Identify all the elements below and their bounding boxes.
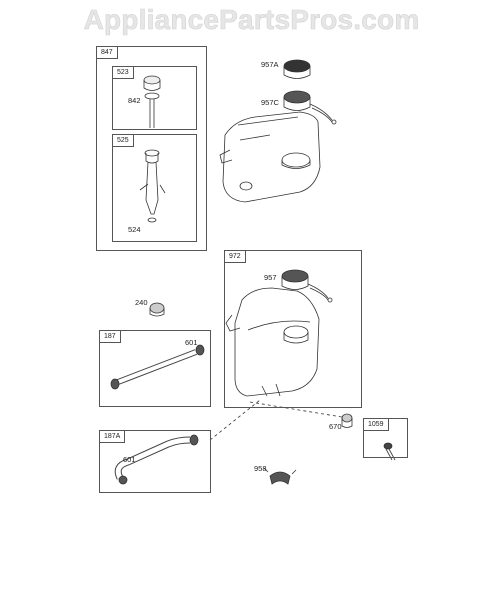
kit-box-972: 972	[224, 250, 362, 408]
part-label-957c[interactable]: 957C	[261, 98, 279, 107]
kit-label-972: 972	[224, 250, 246, 263]
kit-box-187: 187	[99, 330, 211, 407]
fuel-cap-957-drawing	[281, 269, 333, 303]
fuel-cap-957a-drawing	[283, 59, 311, 79]
fuel-hose-187a-drawing	[114, 434, 199, 485]
part-label-601-hose-187a[interactable]: 601	[123, 455, 136, 464]
part-label-957[interactable]: 957	[264, 273, 277, 282]
part-label-524[interactable]: 524	[128, 225, 141, 234]
part-label-240[interactable]: 240	[135, 298, 148, 307]
kit-label-847: 847	[96, 46, 118, 59]
fuel-tank-top-drawing	[219, 111, 321, 203]
site-watermark: AppliancePartsPros.com	[83, 4, 420, 36]
part-label-842[interactable]: 842	[128, 96, 141, 105]
kit-box-523: 523	[112, 66, 197, 130]
part-label-670[interactable]: 670	[329, 422, 342, 431]
connector-670-drawing	[209, 399, 353, 441]
part-label-957a[interactable]: 957A	[261, 60, 279, 69]
fuel-tank-bottom-drawing	[225, 287, 320, 397]
kit-label-523: 523	[112, 66, 134, 79]
fuel-hose-187-drawing	[110, 344, 205, 390]
kit-label-525: 525	[112, 134, 134, 147]
dipstick-tube-drawing	[139, 149, 166, 223]
kit-box-525: 525	[112, 134, 197, 242]
kit-label-1059: 1059	[363, 418, 389, 431]
part-label-958[interactable]: 958	[254, 464, 267, 473]
kit-box-847: 847	[96, 46, 207, 251]
fuel-cap-957c-drawing	[283, 90, 337, 125]
kit-label-187a: 187A	[99, 430, 126, 443]
dipstick-cap-drawing	[143, 75, 161, 128]
screw-1059-drawing	[383, 442, 396, 461]
kit-box-1059: 1059	[363, 418, 408, 458]
part-label-601-hose-187[interactable]: 601	[185, 338, 198, 347]
kit-label-187: 187	[99, 330, 121, 343]
fitting-240-drawing	[149, 302, 165, 317]
clamp-958-drawing	[263, 467, 297, 485]
kit-box-187a: 187A	[99, 430, 211, 493]
